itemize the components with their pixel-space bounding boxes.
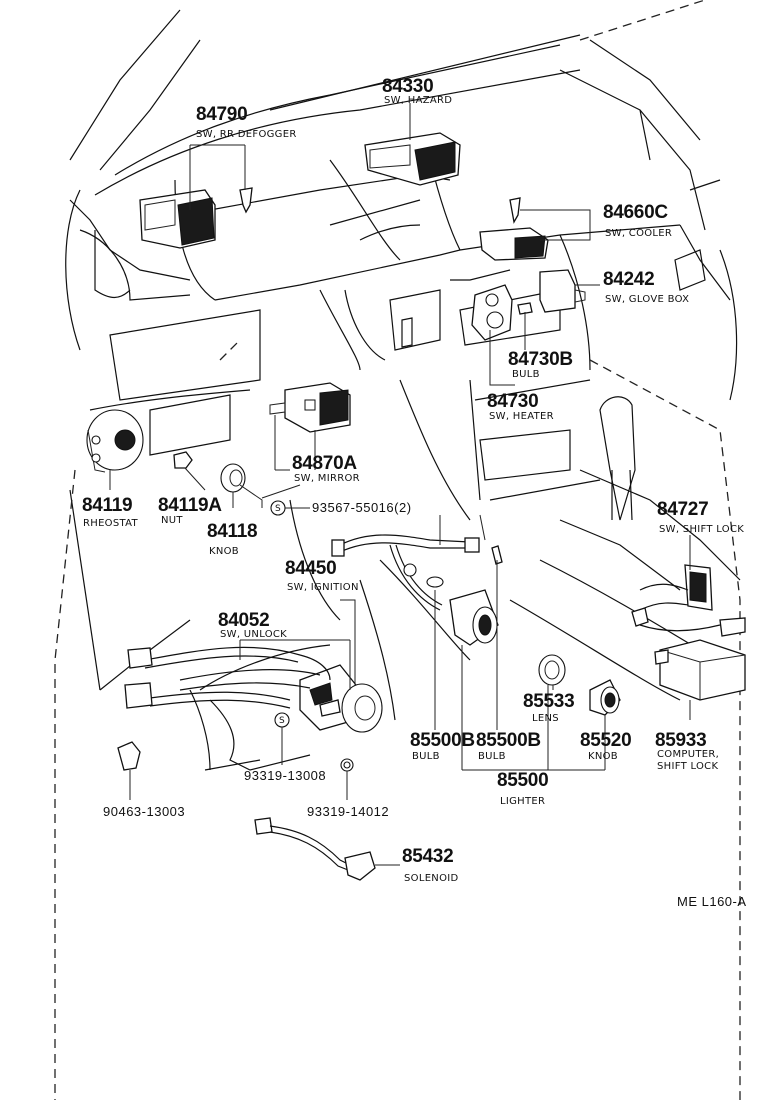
part-label-93319-14012: 93319-14012: [307, 804, 389, 819]
part-description: BULB: [478, 751, 506, 762]
leader-lines: [109, 103, 691, 866]
part-description: BULB: [412, 751, 440, 762]
part-label-90463: 90463-13003: [103, 804, 185, 819]
part-label-84660C: 84660C SW, COOLER: [603, 202, 672, 239]
ignition-harness-drawing: [124, 646, 331, 771]
solenoid-drawing: [254, 817, 376, 881]
shift-lock-computer-drawing: [654, 639, 746, 701]
part-label-84870A: 84870A SW, MIRROR: [292, 453, 360, 484]
part-number: 84052: [218, 610, 269, 631]
part-number: 84727: [657, 499, 708, 520]
part-description-line-2: SHIFT LOCK: [657, 761, 718, 772]
part-description: LENS: [532, 713, 559, 724]
part-number: 93319-14012: [307, 804, 389, 819]
lighter-knob-drawing: [589, 679, 621, 716]
part-label-85933: 85933 COMPUTER, SHIFT LOCK: [655, 730, 719, 772]
part-description: SOLENOID: [404, 873, 459, 884]
part-label-93319-13008: 93319-13008: [244, 768, 326, 783]
part-number: 93319-13008: [244, 768, 326, 783]
part-description: SW, GLOVE BOX: [605, 294, 689, 305]
part-number: 84660C: [603, 202, 668, 223]
part-number: 84870A: [292, 453, 357, 474]
knob-drawing: [220, 463, 246, 493]
diagram-reference-code: ME L160-A: [677, 894, 747, 909]
part-number: 84330: [382, 76, 433, 97]
part-number: 84118: [207, 521, 257, 542]
part-description: SW, UNLOCK: [220, 629, 287, 640]
lighter-lens-drawing: [538, 654, 566, 686]
part-number: 85520: [580, 730, 631, 751]
part-description: SW, RR DEFOGGER: [196, 129, 297, 140]
part-label-84118: 84118 KNOB: [207, 521, 258, 557]
part-label-84119A: 84119A NUT: [158, 495, 223, 526]
part-label-85520: 85520 KNOB: [580, 730, 632, 762]
screw-mark: S: [279, 716, 285, 726]
part-label-85500B-1: 85500B BULB: [410, 730, 475, 762]
part-number: 85500: [497, 770, 548, 791]
shift-lock-switch-drawing: [631, 564, 746, 637]
part-number: 85432: [402, 846, 453, 867]
part-label-85533: 85533 LENS: [523, 691, 575, 724]
part-label-84119: 84119 RHEOSTAT: [82, 495, 139, 529]
part-label-84052: 84052 SW, UNLOCK: [218, 610, 287, 640]
heater-switch-drawing: [471, 284, 533, 341]
part-description: SW, IGNITION: [287, 582, 359, 593]
screw-93567-drawing: S: [270, 500, 286, 516]
mirror-switch-drawing: [269, 382, 351, 433]
part-description: NUT: [161, 515, 183, 526]
part-description: SW, HEATER: [489, 411, 554, 422]
part-description: KNOB: [209, 546, 239, 557]
nut-drawing: [173, 451, 193, 469]
rheostat-drawing: [86, 409, 144, 473]
part-description: KNOB: [588, 751, 618, 762]
dashed-reference-lines: [54, 0, 741, 1100]
screw-mark: S: [275, 504, 281, 514]
part-number: 90463-13003: [103, 804, 185, 819]
part-label-84790: 84790 SW, RR DEFOGGER: [196, 104, 297, 140]
part-label-84727: 84727 SW, SHIFT LOCK: [657, 499, 744, 535]
ignition-switch-drawing: [299, 664, 383, 733]
part-description: SW, COOLER: [605, 228, 672, 239]
screw-93319-14012-drawing: [340, 758, 354, 772]
lighter-drawing: [426, 576, 499, 646]
part-description: SW, SHIFT LOCK: [659, 524, 744, 535]
part-number: 84730B: [508, 349, 573, 370]
part-number: 84790: [196, 104, 247, 125]
part-number: 84119A: [158, 495, 222, 516]
screw-93319-13008-drawing: S: [274, 712, 290, 728]
part-description-line-1: COMPUTER,: [657, 749, 719, 760]
part-number: 93567-55016(2): [312, 500, 412, 515]
part-number: 85500B: [476, 730, 541, 751]
part-label-93567: 93567-55016(2): [312, 500, 412, 515]
part-label-85500: 85500 LIGHTER: [497, 770, 549, 807]
part-number: 84450: [285, 558, 336, 579]
clamp-drawing: [117, 741, 141, 771]
part-number: 85533: [523, 691, 574, 712]
part-label-84730B: 84730B BULB: [508, 349, 573, 380]
part-description: RHEOSTAT: [83, 518, 139, 529]
hazard-switch-drawing: [364, 132, 461, 186]
rr-defogger-switch-drawing: [139, 187, 253, 249]
part-label-85500B-2: 85500B BULB: [476, 730, 541, 762]
glove-box-switch-drawing: [539, 269, 586, 313]
part-number: 85933: [655, 730, 706, 751]
part-label-84450: 84450 SW, IGNITION: [285, 558, 359, 593]
part-number: 84119: [82, 495, 132, 516]
cooler-switch-drawing: [479, 197, 549, 261]
part-description: LIGHTER: [500, 796, 545, 807]
part-number: 84730: [487, 391, 538, 412]
part-description: BULB: [512, 369, 540, 380]
part-label-84730: 84730 SW, HEATER: [487, 391, 554, 422]
part-description: SW, HAZARD: [384, 95, 452, 106]
part-label-85432: 85432 SOLENOID: [402, 846, 459, 884]
part-number: 85500B: [410, 730, 475, 751]
part-description: SW, MIRROR: [294, 473, 360, 484]
part-label-84242: 84242 SW, GLOVE BOX: [603, 269, 689, 305]
part-label-84330: 84330 SW, HAZARD: [382, 76, 452, 106]
part-number: 84242: [603, 269, 654, 290]
wiring-harness-drawing: [331, 534, 503, 611]
